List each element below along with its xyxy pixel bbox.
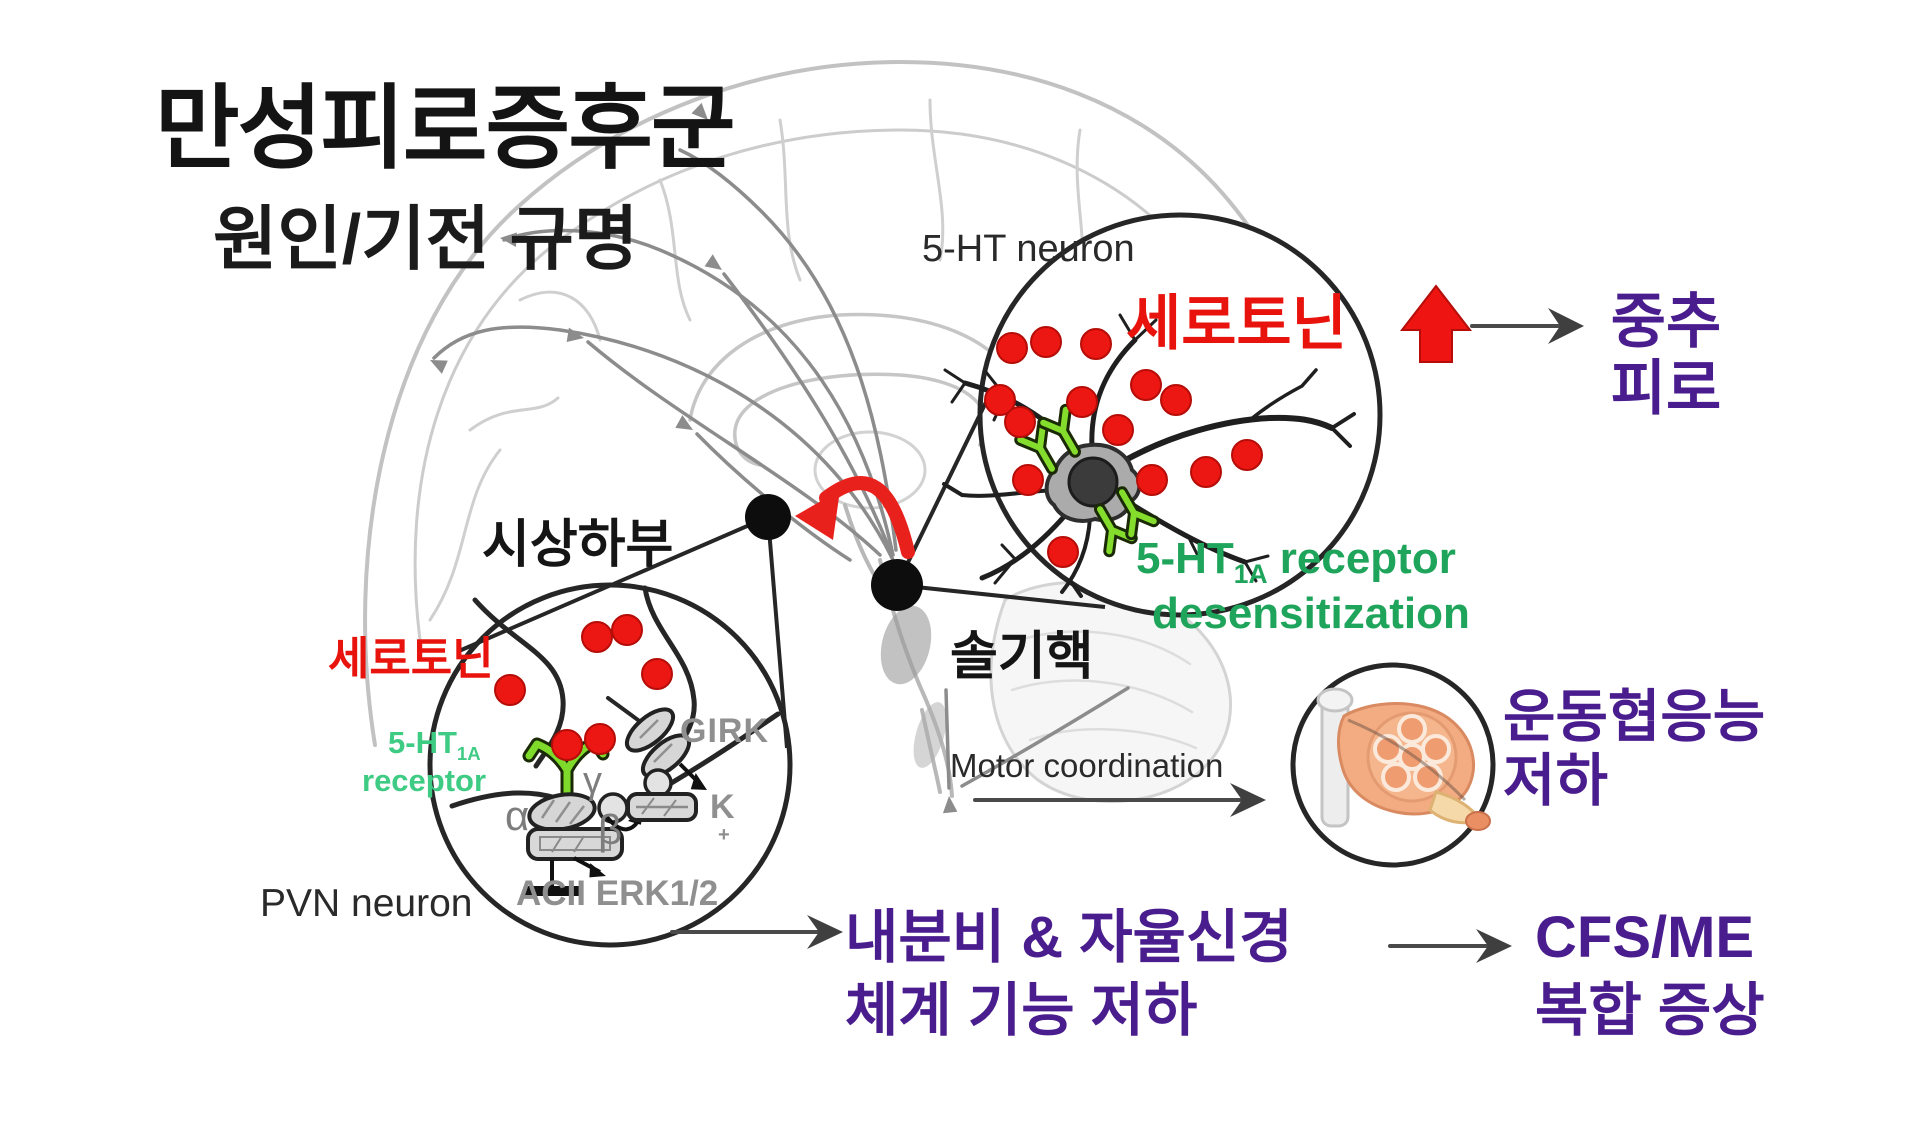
label-k-ion-charge: + [718, 824, 730, 846]
label-5ht1a-pvn: 5-HT1A [388, 725, 481, 765]
girk-channel [624, 707, 707, 822]
increase-arrow-icon [1399, 284, 1473, 363]
outcome-cfs: CFS/ME 복합 증상 [1535, 905, 1765, 1043]
serotonin-dots-raphe [984, 326, 1263, 568]
label-serotonin-pvn: 세로토닌 [328, 633, 494, 684]
page-title: 만성피로증후군 [155, 78, 735, 180]
outcome-motor-decline: 운동협응능 저하 [1503, 685, 1766, 813]
label-girk: GIRK [680, 712, 769, 750]
label-motor-coordination: Motor coordination [950, 747, 1224, 784]
pvn-circle [427, 515, 793, 948]
page-subtitle: 원인/기전 규명 [213, 200, 639, 278]
g-protein-complex [524, 792, 644, 896]
label-acii-erk: ACII ERK1/2 [516, 874, 719, 913]
serotonin-dots-pvn [494, 614, 673, 761]
muscle-circle [1290, 662, 1496, 868]
nuclei-and-red-arrow [745, 476, 923, 611]
raphe-neuron-circle [895, 212, 1383, 618]
outcome-endocrine: 내분비 & 자율신경 체계 기능 저하 [845, 905, 1293, 1043]
label-hypothalamus: 시상하부 [482, 516, 674, 574]
outcome-central-fatigue: 중추 피로 [1610, 288, 1722, 423]
serotonergic-pathways [430, 102, 1130, 814]
label-raphe-nucleus: 솔기핵 [950, 628, 1094, 686]
label-k-ion: K [710, 788, 735, 826]
outcome-arrows [670, 308, 1584, 963]
hypothalamus-dot [745, 494, 791, 540]
brain-sketch [363, 59, 1311, 804]
label-beta: β [598, 806, 623, 853]
label-pvn-neuron: PVN neuron [260, 882, 473, 925]
receptor-icons [1014, 403, 1160, 558]
neuron-nucleus [1067, 456, 1119, 508]
raphe-dot [871, 559, 923, 611]
label-receptor-pvn: receptor [362, 763, 487, 798]
label-receptor-desensitization: 5-HT1A receptor desensitization [1136, 534, 1470, 639]
label-5ht-neuron: 5-HT neuron [922, 228, 1135, 270]
label-alpha: α [505, 792, 530, 839]
label-serotonin-increase: 세로토닌 [1126, 290, 1347, 357]
label-gamma: γ [583, 760, 602, 802]
